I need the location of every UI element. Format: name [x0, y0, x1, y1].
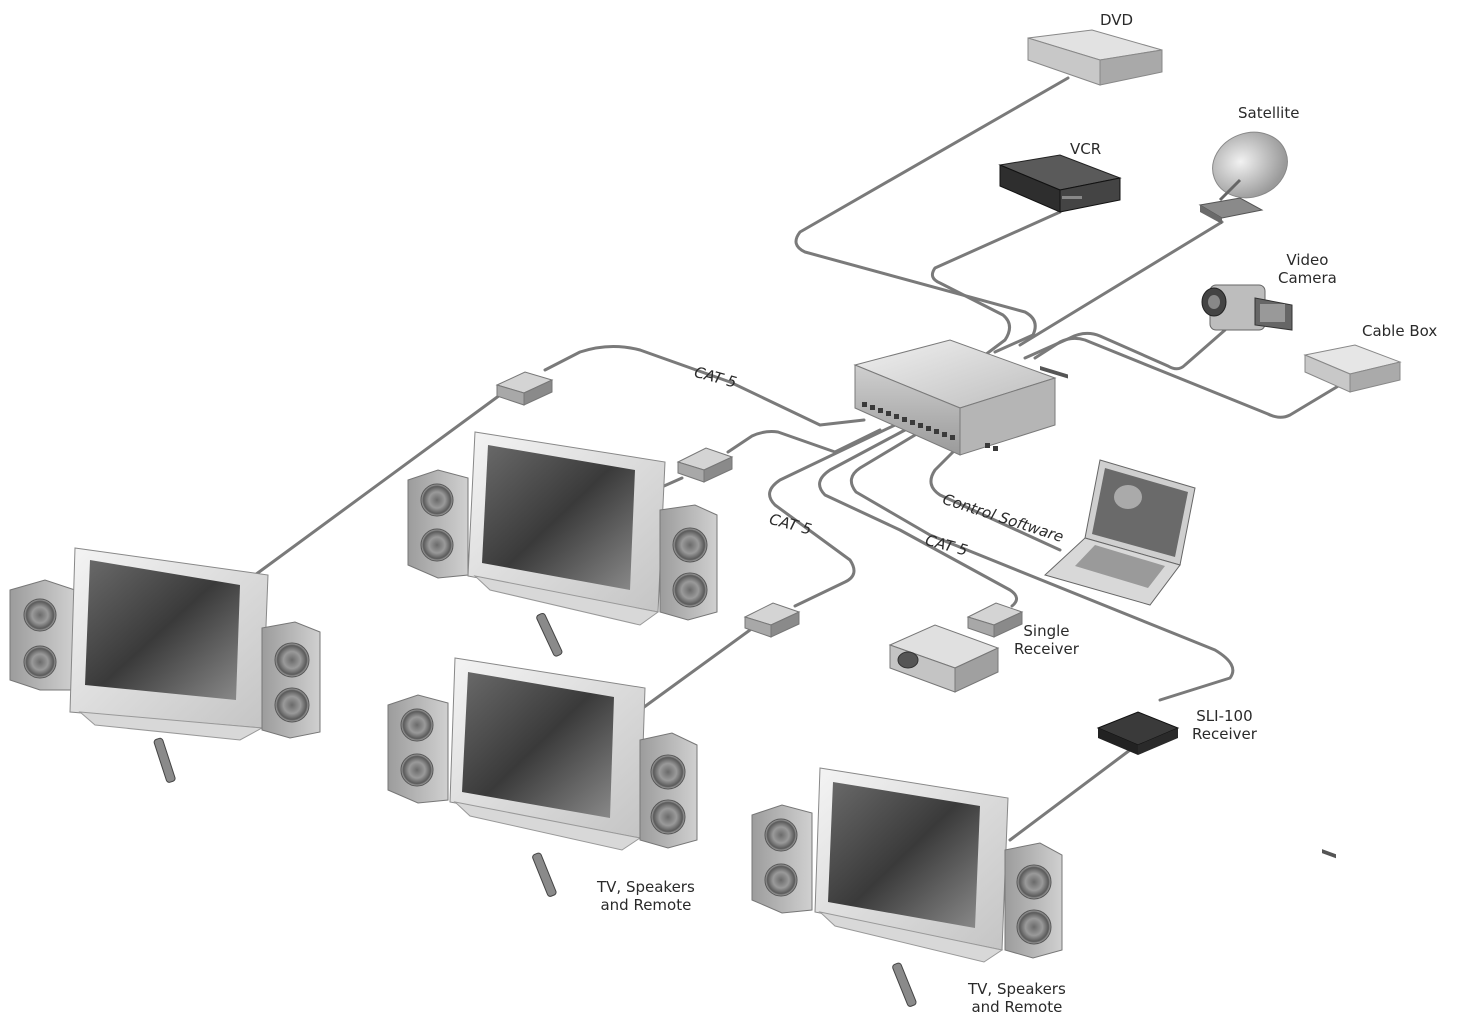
label-video-camera-line1: Video	[1286, 251, 1329, 269]
label-tv-speakers-b: TV, Speakers and Remote	[968, 980, 1066, 1016]
tv-set-left	[9, 547, 321, 783]
cable-sli	[849, 430, 1235, 702]
tv-set-top	[407, 431, 718, 657]
label-sli-receiver-line1: SLI-100	[1196, 707, 1253, 725]
label-satellite: Satellite	[1238, 104, 1300, 122]
cable-cable-box	[1033, 336, 1342, 419]
cable-top-tv	[726, 428, 882, 454]
tv-set-right	[751, 767, 1063, 1007]
cable-single-receiver	[818, 428, 1018, 608]
cable-mid-tv-2	[638, 628, 752, 712]
switch-ports	[862, 402, 998, 451]
receiver-module-middle	[743, 602, 801, 638]
label-tv-speakers-a-line2: and Remote	[600, 896, 692, 914]
label-video-camera: Video Camera	[1278, 251, 1337, 287]
single-receiver-module	[966, 602, 1024, 638]
cable-left-tv	[253, 393, 502, 577]
cable-control	[929, 443, 1062, 552]
label-sli-receiver: SLI-100 Receiver	[1192, 707, 1257, 743]
cable-satellite	[1018, 220, 1224, 347]
vcr	[998, 154, 1122, 213]
video-camera	[1201, 284, 1293, 331]
tv-set-middle	[387, 657, 698, 897]
cable-vcr	[930, 210, 1062, 357]
cable-video-camera	[1023, 328, 1227, 371]
cable-top-tv-2	[662, 476, 684, 488]
cable-box	[1303, 344, 1402, 859]
label-tv-speakers-b-line2: and Remote	[971, 998, 1063, 1016]
receiver-module-top	[676, 447, 734, 483]
cable-mid-tv	[768, 423, 897, 608]
cables	[253, 76, 1342, 842]
label-vcr: VCR	[1070, 140, 1102, 158]
cable-cat5-left	[543, 345, 866, 427]
label-single-receiver-line1: Single	[1023, 622, 1070, 640]
label-dvd: DVD	[1100, 11, 1134, 29]
cable-sli-tv	[1008, 748, 1132, 842]
label-single-receiver: Single Receiver	[1014, 622, 1079, 658]
label-tv-speakers-b-line1: TV, Speakers	[968, 980, 1066, 998]
receiver-module-left	[495, 371, 554, 406]
satellite-dish	[1198, 131, 1288, 224]
label-tv-speakers-a-line1: TV, Speakers	[597, 878, 695, 896]
label-video-camera-line2: Camera	[1278, 269, 1337, 287]
matrix-switch	[853, 339, 1057, 456]
label-sli-receiver-line2: Receiver	[1192, 725, 1257, 743]
dvd-player	[1027, 29, 1163, 379]
projector	[888, 624, 1000, 693]
sli-100-receiver	[1096, 711, 1180, 755]
cable-dvd	[794, 76, 1070, 354]
label-cable-box: Cable Box	[1362, 322, 1438, 340]
label-single-receiver-line2: Receiver	[1014, 640, 1079, 658]
laptop	[1044, 459, 1196, 606]
label-tv-speakers-a: TV, Speakers and Remote	[597, 878, 695, 914]
